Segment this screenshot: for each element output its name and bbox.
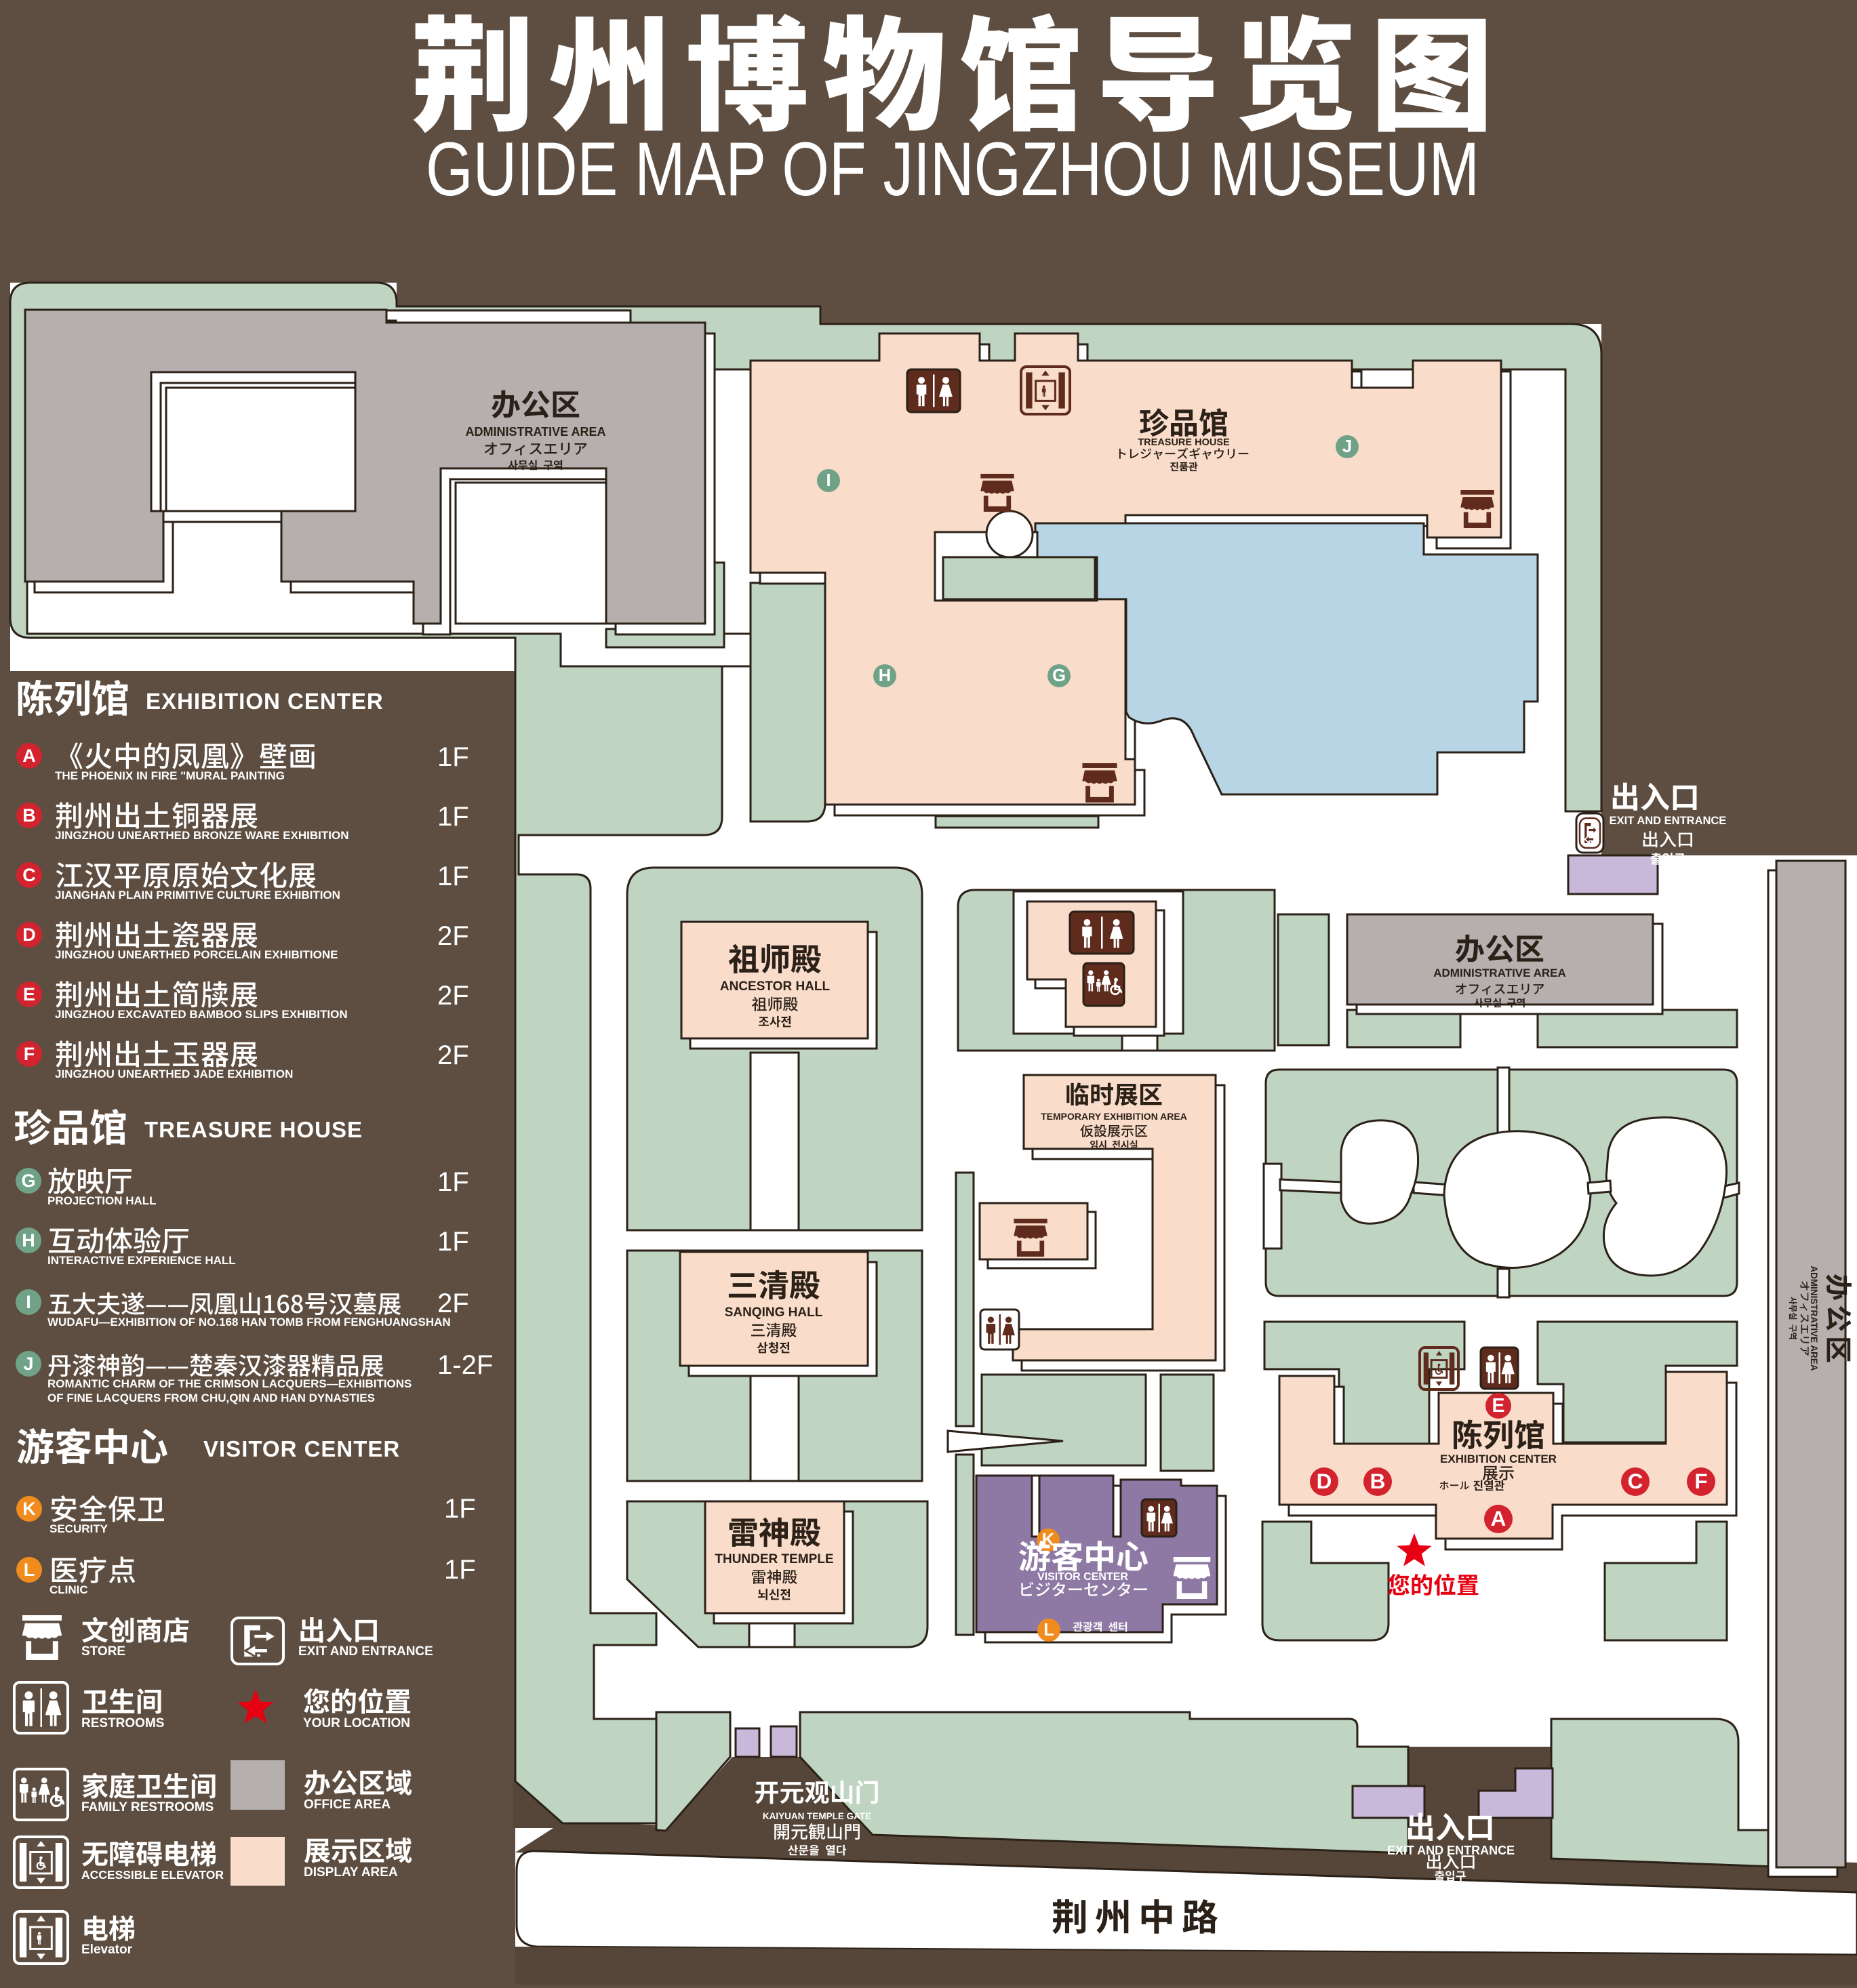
svg-text:EXHIBITION CENTER: EXHIBITION CENTER xyxy=(146,689,384,714)
svg-text:1F: 1F xyxy=(437,1227,469,1257)
svg-text:INTERACTIVE EXPERIENCE HALL: INTERACTIVE EXPERIENCE HALL xyxy=(47,1254,236,1267)
svg-text:ANCESTOR HALL: ANCESTOR HALL xyxy=(720,979,831,994)
svg-text:STORE: STORE xyxy=(81,1644,125,1659)
svg-text:SANQING HALL: SANQING HALL xyxy=(725,1305,823,1320)
svg-text:2F: 2F xyxy=(437,921,469,951)
svg-text:ADMINISTRATIVE AREA: ADMINISTRATIVE AREA xyxy=(1809,1265,1819,1371)
svg-text:ROMANTIC CHARM OF THE CRIMSON: ROMANTIC CHARM OF THE CRIMSON LACQUERS—E… xyxy=(47,1377,412,1390)
svg-text:1F: 1F xyxy=(437,802,469,832)
svg-text:H: H xyxy=(879,666,891,685)
svg-text:E: E xyxy=(23,984,35,1005)
svg-text:D: D xyxy=(22,925,36,945)
svg-text:PROJECTION HALL: PROJECTION HALL xyxy=(47,1194,157,1207)
svg-text:TEMPORARY EXHIBITION AREA: TEMPORARY EXHIBITION AREA xyxy=(1041,1111,1187,1122)
svg-text:EXIT AND ENTRANCE: EXIT AND ENTRANCE xyxy=(1387,1844,1515,1857)
svg-text:ACCESSIBLE ELEVATOR: ACCESSIBLE ELEVATOR xyxy=(81,1868,224,1882)
svg-text:KAIYUAN TEMPLE GATE: KAIYUAN TEMPLE GATE xyxy=(763,1811,871,1821)
svg-text:EXIT AND ENTRANCE: EXIT AND ENTRANCE xyxy=(298,1644,433,1659)
svg-text:A: A xyxy=(22,746,36,766)
svg-text:JINGZHOU UNEARTHED BRONZE WARE: JINGZHOU UNEARTHED BRONZE WARE EXHIBITIO… xyxy=(55,829,349,842)
svg-text:L: L xyxy=(1043,1621,1054,1640)
svg-text:2F: 2F xyxy=(437,981,469,1011)
svg-text:DISPLAY AREA: DISPLAY AREA xyxy=(304,1865,398,1880)
svg-text:G: G xyxy=(1052,666,1066,685)
svg-text:1-2F: 1-2F xyxy=(437,1350,493,1380)
svg-text:EXHIBITION CENTER: EXHIBITION CENTER xyxy=(1440,1453,1557,1465)
svg-text:B: B xyxy=(1370,1469,1386,1493)
svg-text:Elevator: Elevator xyxy=(81,1943,133,1957)
svg-text:1F: 1F xyxy=(437,742,469,772)
svg-text:D: D xyxy=(1317,1469,1332,1493)
svg-text:B: B xyxy=(22,805,36,826)
svg-text:1F: 1F xyxy=(437,1167,469,1197)
svg-text:2F: 2F xyxy=(437,1289,469,1318)
svg-text:OF FINE LACQUERS FROM CHU,QIN: OF FINE LACQUERS FROM CHU,QIN AND HAN DY… xyxy=(47,1392,375,1404)
svg-text:1F: 1F xyxy=(444,1555,476,1585)
svg-text:I: I xyxy=(826,471,831,490)
svg-text:L: L xyxy=(24,1560,35,1580)
svg-text:SECURITY: SECURITY xyxy=(49,1522,108,1535)
svg-text:E: E xyxy=(1492,1395,1504,1417)
svg-text:F: F xyxy=(24,1044,35,1064)
svg-text:OFFICE AREA: OFFICE AREA xyxy=(304,1798,391,1812)
svg-text:EXIT AND ENTRANCE: EXIT AND ENTRANCE xyxy=(1610,815,1727,827)
svg-text:H: H xyxy=(22,1230,35,1251)
svg-text:THUNDER TEMPLE: THUNDER TEMPLE xyxy=(715,1552,833,1566)
svg-text:1F: 1F xyxy=(437,861,469,891)
svg-text:G: G xyxy=(21,1171,35,1191)
svg-text:CLINIC: CLINIC xyxy=(49,1583,88,1596)
svg-text:1F: 1F xyxy=(444,1494,476,1524)
svg-text:F: F xyxy=(1694,1469,1707,1493)
svg-text:JINGZHOU UNEARTHED JADE EXHIBI: JINGZHOU UNEARTHED JADE EXHIBITION xyxy=(55,1068,293,1080)
svg-text:TREASURE HOUSE: TREASURE HOUSE xyxy=(1138,437,1230,448)
svg-text:FAMILY RESTROOMS: FAMILY RESTROOMS xyxy=(81,1800,214,1814)
svg-text:ADMINISTRATIVE AREA: ADMINISTRATIVE AREA xyxy=(1433,967,1566,979)
svg-text:J: J xyxy=(1342,437,1352,456)
svg-text:A: A xyxy=(1491,1506,1506,1530)
svg-text:C: C xyxy=(22,865,36,885)
svg-text:RESTROOMS: RESTROOMS xyxy=(81,1716,164,1730)
svg-text:JINGZHOU EXCAVATED BAMBOO SLIP: JINGZHOU EXCAVATED BAMBOO SLIPS EXHIBITI… xyxy=(55,1008,348,1021)
svg-text:JIANGHAN PLAIN PRIMITIVE CULTU: JIANGHAN PLAIN PRIMITIVE CULTURE EXHIBIT… xyxy=(55,889,340,901)
svg-text:K: K xyxy=(22,1499,36,1519)
svg-text:2F: 2F xyxy=(437,1040,469,1070)
svg-text:JINGZHOU UNEARTHED PORCELAIN E: JINGZHOU UNEARTHED PORCELAIN EXHIBITIONE xyxy=(55,948,338,961)
svg-text:ADMINISTRATIVE AREA: ADMINISTRATIVE AREA xyxy=(466,425,606,439)
svg-text:WUDAFU—EXHIBITION OF NO.168 HA: WUDAFU—EXHIBITION OF NO.168 HAN TOMB FRO… xyxy=(47,1316,451,1328)
svg-text:I: I xyxy=(26,1292,31,1312)
svg-text:C: C xyxy=(1628,1469,1643,1493)
svg-text:VISITOR CENTER: VISITOR CENTER xyxy=(1037,1571,1128,1583)
svg-text:THE PHOENIX IN FIRE "MURAL PAI: THE PHOENIX IN FIRE "MURAL PAINTING xyxy=(55,769,285,782)
svg-text:TREASURE HOUSE: TREASURE HOUSE xyxy=(144,1117,363,1142)
svg-text:VISITOR CENTER: VISITOR CENTER xyxy=(203,1436,400,1461)
svg-text:J: J xyxy=(23,1354,33,1374)
svg-text:GUIDE MAP OF JINGZHOU MUSEUM: GUIDE MAP OF JINGZHOU MUSEUM xyxy=(426,127,1479,211)
svg-text:YOUR LOCATION: YOUR LOCATION xyxy=(303,1716,410,1730)
